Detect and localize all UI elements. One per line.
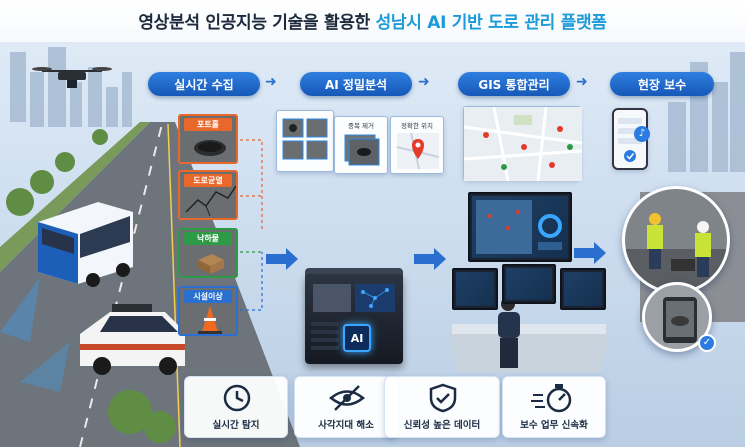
notification-list-icon — [618, 118, 642, 162]
monitor-right — [560, 268, 606, 310]
detection-grid-icon — [282, 118, 328, 160]
stage-pill-collect: 실시간 수집 — [148, 72, 260, 96]
analysis-panel-detect — [276, 110, 334, 172]
defect-label: 포트홀 — [184, 118, 232, 131]
stage-label: 현장 보수 — [637, 77, 687, 92]
stage-pill-repair: 현장 보수 — [610, 72, 714, 96]
gis-map-panel — [463, 106, 583, 182]
benefit-card-blindspot: 사각지대 해소 — [294, 376, 398, 438]
analysis-panel-location: 정확한 위치 — [390, 116, 444, 174]
ai-chip-label: AI — [350, 331, 364, 345]
benefit-label: 신뢰성 높은 데이터 — [403, 420, 481, 431]
defect-card-crack: 도로균열 — [178, 170, 238, 220]
ai-chip-icon: AI — [343, 324, 371, 352]
monitor-screen — [472, 196, 568, 258]
analysis-panel-dedup: 중복 제거 — [334, 116, 388, 174]
gis-map-icon — [463, 106, 583, 182]
benefit-card-realtime: 실시간 탐지 — [184, 376, 288, 438]
eye-slash-icon — [329, 385, 365, 411]
monitor-main — [468, 192, 572, 262]
dashboard-map-icon — [476, 200, 562, 254]
monitor-screen — [456, 272, 494, 306]
title-part2: 성남시 AI 기반 도로 관리 플랫폼 — [375, 13, 607, 33]
dedup-label: 중복 제거 — [348, 122, 374, 130]
defect-label: 시설이상 — [184, 290, 232, 303]
traffic-cone-icon — [198, 306, 222, 334]
arrow-right-icon: ➜ — [576, 74, 588, 90]
defect-card-facility: 시설이상 — [178, 286, 238, 336]
scene: 실시간 수집 ➜ AI 정밀분석 ➜ GIS 통합관리 ➜ 현장 보수 포트홀 … — [0, 42, 745, 447]
defect-label: 도로균열 — [184, 174, 232, 187]
stopwatch-speed-icon — [531, 384, 572, 413]
server-screens-icon — [311, 284, 395, 350]
monitor-screen — [506, 268, 552, 300]
debris-box-icon — [198, 254, 224, 274]
arrow-right-icon: ➜ — [418, 74, 430, 90]
duplicate-stack-icon — [344, 134, 380, 166]
arrow-right-icon: ➜ — [265, 74, 277, 90]
stage-label: GIS 통합관리 — [478, 77, 550, 92]
defect-card-debris: 낙하물 — [178, 228, 238, 278]
clock-check-icon — [223, 384, 251, 412]
location-label: 정확한 위치 — [401, 122, 433, 130]
monitor-center — [502, 264, 556, 304]
benefit-label: 보수 업무 신속화 — [520, 420, 588, 431]
page-title: 영상분석 인공지능 기술을 활용한 성남시 AI 기반 도로 관리 플랫폼 — [0, 8, 745, 33]
check-circle-icon: ✓ — [698, 334, 716, 352]
bell-icon: ♪ — [634, 126, 650, 142]
pothole-icon — [194, 140, 226, 156]
monitor-left — [452, 268, 498, 310]
shield-check-icon — [429, 383, 457, 413]
stage-label: AI 정밀분석 — [324, 77, 388, 92]
server-top — [305, 268, 403, 278]
monitor-screen — [564, 272, 602, 306]
stage-pill-gis: GIS 통합관리 — [458, 72, 570, 96]
phone-photo-icon — [663, 297, 697, 343]
benefit-label: 사각지대 해소 — [318, 420, 374, 431]
repair-result-photo — [642, 282, 712, 352]
defect-label: 낙하물 — [184, 232, 232, 245]
stage-pill-analysis: AI 정밀분석 — [300, 72, 412, 96]
stage-label: 실시간 수집 — [174, 77, 234, 92]
location-pin-icon — [396, 132, 440, 170]
benefit-card-speed: 보수 업무 신속화 — [502, 376, 606, 438]
benefit-label: 실시간 탐지 — [212, 420, 260, 431]
title-part1: 영상분석 인공지능 기술을 활용한 — [138, 13, 370, 33]
benefit-card-reliable: 신뢰성 높은 데이터 — [384, 376, 500, 438]
defect-card-pothole: 포트홀 — [178, 114, 238, 164]
crack-icon — [185, 185, 236, 217]
repair-worker-photo — [622, 186, 730, 294]
